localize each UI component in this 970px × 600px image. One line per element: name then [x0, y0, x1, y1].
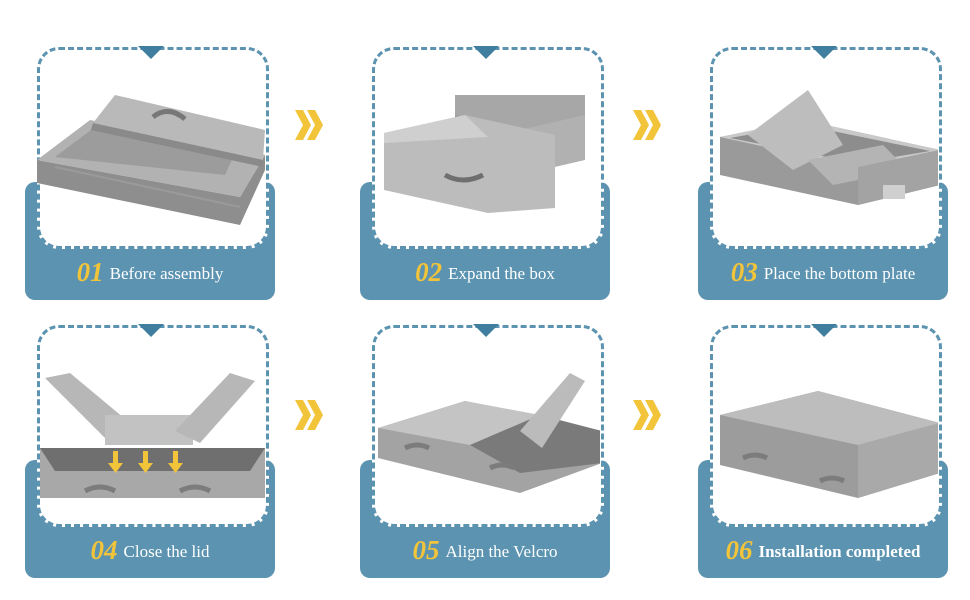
step-label: Expand the box [448, 264, 555, 283]
step-caption: 06 Installation completed [698, 535, 948, 566]
close-lid-image [40, 373, 265, 498]
notch-marker [138, 46, 164, 59]
step-number: 04 [90, 535, 118, 565]
step-caption: 01 Before assembly [25, 257, 275, 288]
step-card-01: 01 Before assembly [25, 46, 275, 317]
bottom-plate-image [720, 90, 938, 205]
notch-marker [811, 324, 837, 337]
step-card-02: 02 Expand the box [360, 46, 610, 317]
step-number: 05 [412, 535, 440, 565]
step-caption: 05 Align the Velcro [360, 535, 610, 566]
step-card-05: 05 Align the Velcro [360, 324, 610, 595]
closed-box-image [720, 391, 938, 498]
step-card-06: 06 Installation completed [698, 324, 948, 595]
notch-marker [473, 324, 499, 337]
notch-marker [138, 324, 164, 337]
step-label: Align the Velcro [445, 542, 558, 561]
double-chevron-right-icon [633, 110, 661, 140]
expanding-box-image [384, 95, 585, 213]
step-card-03: 03 Place the bottom plate [698, 46, 948, 317]
step-label: Place the bottom plate [763, 264, 916, 283]
step-card-04: 04 Close the lid [25, 324, 275, 595]
step-label: Before assembly [109, 264, 224, 283]
step-caption: 02 Expand the box [360, 257, 610, 288]
double-chevron-right-icon [633, 400, 661, 430]
step-number: 03 [730, 257, 758, 287]
notch-marker [473, 46, 499, 59]
step-label: Installation completed [758, 542, 921, 561]
folded-box-image [37, 95, 265, 225]
step-number: 06 [725, 535, 753, 565]
step-caption: 03 Place the bottom plate [698, 257, 948, 288]
down-arrow-icons [108, 451, 183, 473]
notch-marker [811, 46, 837, 59]
step-label: Close the lid [123, 542, 210, 561]
double-chevron-right-icon [295, 400, 323, 430]
velcro-image [378, 373, 600, 493]
step-number: 01 [76, 257, 104, 287]
step-number: 02 [415, 257, 443, 287]
double-chevron-right-icon [295, 110, 323, 140]
step-caption: 04 Close the lid [25, 535, 275, 566]
